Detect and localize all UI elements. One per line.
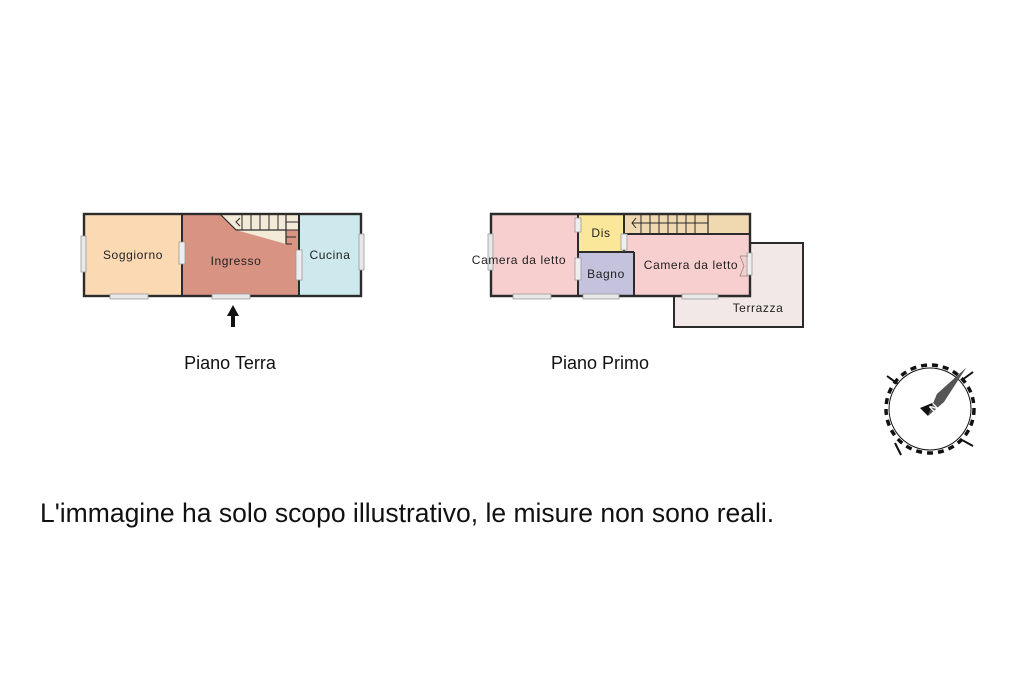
room-label-camera-1: Camera da letto [472, 253, 566, 267]
room-camera-2 [634, 234, 750, 296]
ground-floor-windows [80, 233, 365, 300]
stairs-area [624, 214, 750, 234]
room-dis [578, 214, 624, 252]
room-label-dis: Dis [591, 226, 610, 240]
entrance-arrow-icon [227, 305, 239, 327]
room-label-cucina: Cucina [310, 248, 351, 262]
ground-floor-plan: Soggiorno Ingresso Cucina Piano Terra [80, 212, 365, 373]
room-label-soggiorno: Soggiorno [103, 248, 163, 262]
room-label-camera-2: Camera da letto [644, 258, 738, 272]
ground-floor-stairs [219, 213, 299, 245]
disclaimer-text: L'immagine ha solo scopo illustrativo, l… [40, 498, 775, 528]
room-label-bagno: Bagno [587, 267, 625, 281]
first-floor-stairs [631, 214, 709, 234]
room-camera-1 [491, 214, 578, 296]
room-cucina [299, 214, 361, 296]
room-label-terrazza: Terrazza [733, 301, 784, 315]
floor-title-first: Piano Primo [551, 353, 649, 373]
room-bagno [578, 252, 634, 296]
first-floor-windows [487, 217, 753, 300]
room-label-ingresso: Ingresso [211, 254, 262, 268]
floor-title-ground: Piano Terra [184, 353, 277, 373]
room-soggiorno [84, 214, 182, 296]
compass-icon: N [884, 363, 976, 456]
first-floor-plan: Camera da letto Dis Bagno Camera da lett… [472, 212, 804, 373]
